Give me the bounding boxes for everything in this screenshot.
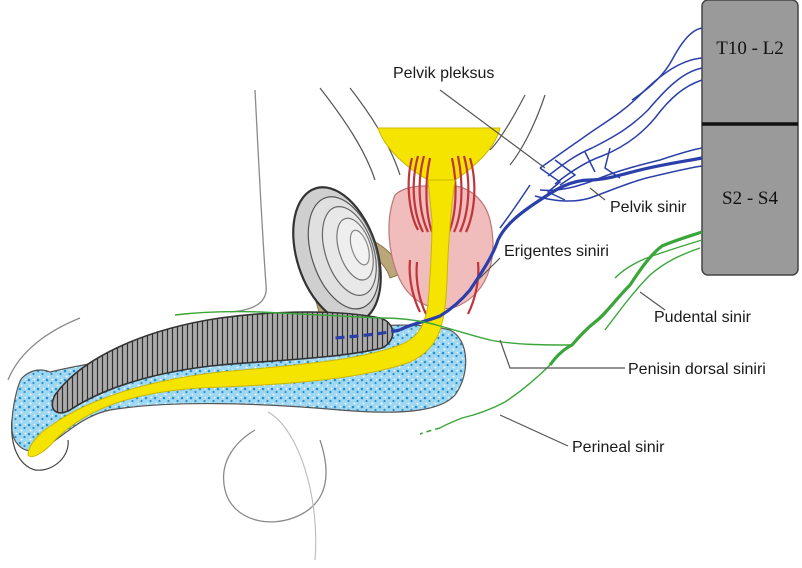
- spine-upper-label: T10 - L2: [716, 38, 784, 59]
- bladder: [378, 128, 500, 180]
- label-pelvik-pleksus: Pelvik pleksus: [393, 65, 494, 82]
- spine-lower-label: S2 - S4: [722, 188, 778, 209]
- label-erigentes-siniri: Erigentes siniri: [504, 243, 609, 260]
- label-pelvik-sinir: Pelvik sinir: [610, 199, 687, 216]
- leader-pudental-sinir: [640, 292, 665, 310]
- perineum-outline: [268, 412, 316, 560]
- testis-oval: [277, 176, 396, 334]
- label-penisin-dorsal-siniri: Penisin dorsal siniri: [628, 361, 766, 378]
- perineal-nerve-dashed: [420, 428, 440, 434]
- label-pudental-sinir: Pudental sinir: [654, 309, 752, 326]
- scrotum-outline: [224, 430, 326, 522]
- leader-perineal-sinir: [500, 415, 568, 446]
- label-perineal-sinir: Perineal sinir: [572, 439, 665, 456]
- sympathetic-nerves: [500, 28, 702, 228]
